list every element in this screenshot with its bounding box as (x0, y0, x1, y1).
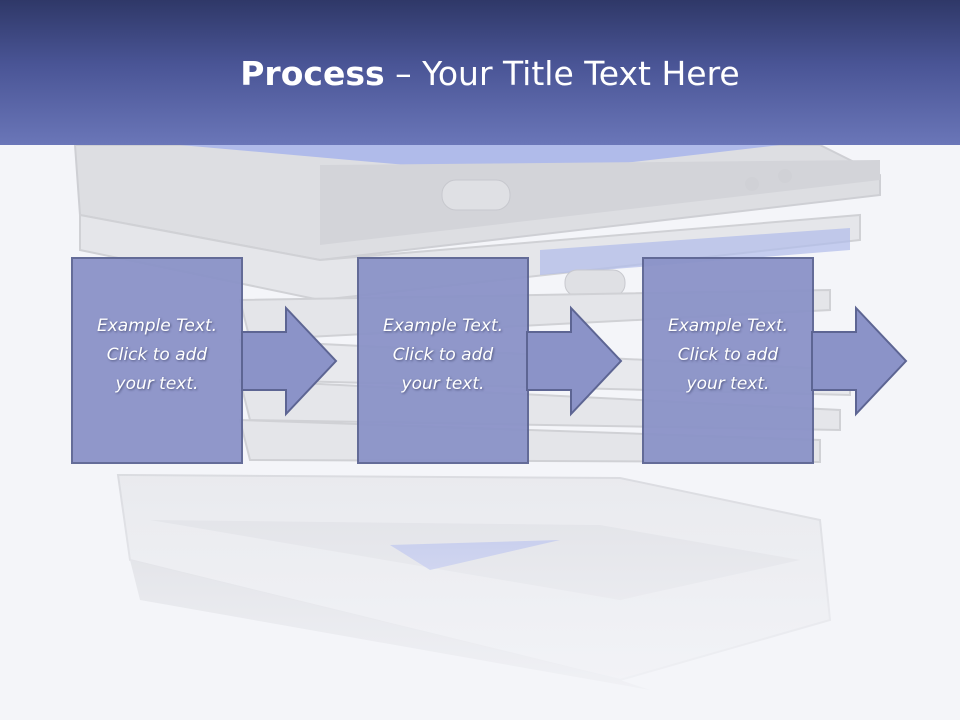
step-text-2-value: Example Text. Click to add your text. (382, 316, 504, 394)
step-text-1-value: Example Text. Click to add your text. (96, 316, 218, 394)
step-box-2[interactable] (357, 257, 529, 464)
slide-title[interactable]: Process – Your Title Text Here (0, 52, 960, 96)
step-text-3[interactable]: Example Text. Click to add your text. (642, 312, 814, 399)
step-text-2[interactable]: Example Text. Click to add your text. (357, 312, 529, 399)
title-rest: – Your Title Text Here (384, 54, 740, 93)
title-bold: Process (240, 54, 385, 93)
title-banner: Process – Your Title Text Here (0, 0, 960, 145)
step-box-1[interactable] (71, 257, 243, 464)
step-text-3-value: Example Text. Click to add your text. (667, 316, 789, 394)
right-arrow-icon (526, 305, 623, 417)
step-text-1[interactable]: Example Text. Click to add your text. (71, 312, 243, 399)
right-arrow-icon (811, 305, 908, 417)
step-box-3[interactable] (642, 257, 814, 464)
right-arrow-icon (241, 305, 338, 417)
